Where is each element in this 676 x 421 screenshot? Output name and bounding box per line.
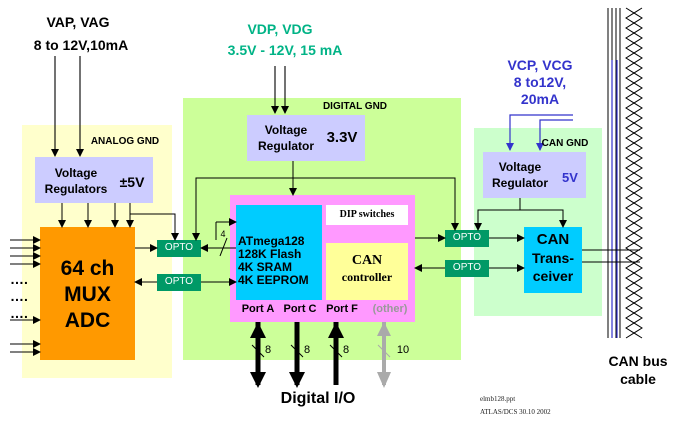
footer-filename: elmb128.ppt <box>480 395 516 403</box>
transceiver-label-3: ceiver <box>532 268 574 284</box>
digital-voltage-regulator <box>247 115 365 161</box>
analog-regulator-label-1: Voltage <box>54 166 98 180</box>
supply-arrows <box>51 56 289 157</box>
can-regulator-label-1: Voltage <box>498 160 542 174</box>
can-voltage-regulator <box>483 152 586 198</box>
analog-voltage-regulators <box>35 157 153 203</box>
opto-coupler <box>157 240 201 257</box>
dip-switches <box>326 205 408 225</box>
mcu-label-1: ATmega128 <box>238 234 305 248</box>
mcu-label-2: 128K Flash <box>238 247 302 261</box>
digital-regulator-label-1: Voltage <box>264 123 308 137</box>
opto-coupler <box>157 274 201 291</box>
can-controller <box>326 243 408 300</box>
digital-gnd-label: DIGITAL GND <box>322 101 388 112</box>
input-dots: …. <box>10 305 28 321</box>
transceiver-label-2: Trans- <box>531 250 574 266</box>
adc-label-2: MUX <box>64 283 111 306</box>
port-c-label: Port C <box>283 303 317 315</box>
can-supply-spec: 8 to12V, <box>513 74 567 90</box>
digital-supply-label: VDP, VDG <box>247 21 313 37</box>
can-bus-cable <box>607 7 643 339</box>
can-transceiver <box>524 227 582 293</box>
port-f-width: 8 <box>342 344 350 356</box>
digital-supply-spec: 3.5V - 12V, 15 mA <box>227 42 343 58</box>
adc-label-3: ADC <box>64 309 111 332</box>
can-regulator-label-2: Regulator <box>491 176 548 190</box>
footer-reference: ATLAS/DCS 30.10 2002 <box>480 408 551 416</box>
port-a-width: 8 <box>264 344 272 356</box>
adc-label-1: 64 ch <box>60 257 115 280</box>
atmega128-chip <box>236 205 322 300</box>
port-c-width: 8 <box>303 344 311 356</box>
port-a-label: Port A <box>241 303 275 315</box>
mcu-label-4: 4K EEPROM <box>238 273 309 287</box>
can-bus-label-1: CAN bus <box>608 353 668 369</box>
can-controller-label-2: controller <box>341 270 393 284</box>
opto-label: OPTO <box>452 232 482 243</box>
opto-coupler <box>445 230 489 247</box>
port-other-label: (other) <box>372 303 408 315</box>
opto-bus-width: 4 <box>220 229 226 239</box>
port-f-label: Port F <box>326 303 358 315</box>
analog-gnd-label: ANALOG GND <box>90 136 160 147</box>
analog-regulator-voltage: ±5V <box>119 174 145 190</box>
input-dots: …. <box>10 271 28 287</box>
can-supply-label: VCP, VCG <box>507 57 573 73</box>
mux-adc-block <box>40 227 135 360</box>
can-supply-current: 20mA <box>520 91 560 107</box>
dip-switches-label: DIP switches <box>339 209 395 220</box>
digital-io-label: Digital I/O <box>280 390 356 407</box>
digital-regulator-label-2: Regulator <box>257 139 314 153</box>
analog-supply-spec: 8 to 12V,10mA <box>33 37 129 53</box>
analog-regulator-label-2: Regulators <box>44 182 108 196</box>
opto-label: OPTO <box>164 276 194 287</box>
can-bus-label-2: cable <box>620 371 656 387</box>
mcu-label-3: 4K SRAM <box>238 260 293 274</box>
opto-label: OPTO <box>452 262 482 273</box>
digital-regulator-voltage: 3.3V <box>326 129 358 146</box>
can-controller-label-1: CAN <box>351 253 383 268</box>
transceiver-label-1: CAN <box>536 231 570 248</box>
can-gnd-label: CAN GND <box>541 138 589 149</box>
analog-supply-label: VAP, VAG <box>46 14 110 30</box>
opto-label: OPTO <box>164 242 194 253</box>
other-width: 10 <box>396 344 410 356</box>
input-dots: …. <box>10 288 28 304</box>
can-regulator-voltage: 5V <box>562 170 578 185</box>
opto-coupler <box>445 260 489 277</box>
